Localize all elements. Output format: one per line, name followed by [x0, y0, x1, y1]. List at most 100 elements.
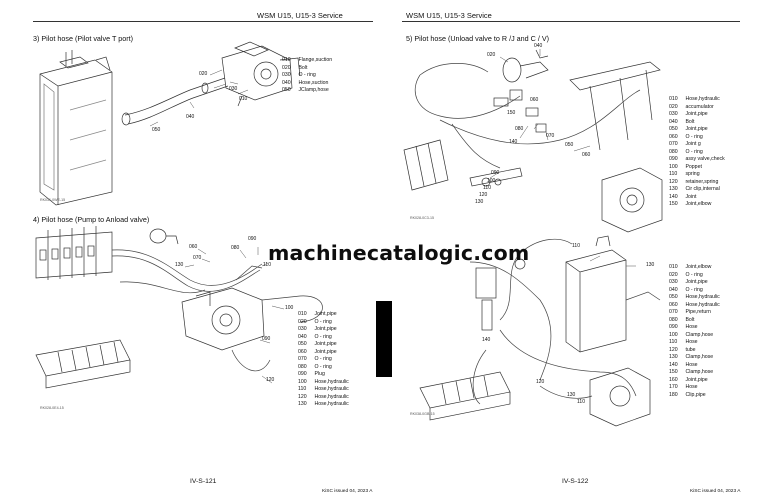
- parts-row: 030 O - ring: [282, 72, 316, 78]
- parts-row: 040 O - ring: [669, 286, 703, 293]
- parts-row: 090 assy valve,check: [669, 156, 725, 162]
- parts-row: 150 Clamp,hose: [669, 369, 714, 375]
- hoses-s6: [469, 238, 661, 405]
- parts-row: 100 Clamp,hose: [669, 331, 714, 338]
- pump-drawing-s5: [601, 167, 663, 233]
- callout-150: 150: [507, 110, 516, 116]
- figure-caption-s5: RK028-0C3-15: [410, 216, 434, 220]
- parts-row: 130 Hose,hydraulic: [298, 401, 349, 407]
- callout-090-b: 090: [262, 336, 271, 342]
- parts-row: 130 Clamp,hose: [669, 354, 714, 360]
- parts-row: 010 Joint,elbow: [669, 264, 712, 270]
- pump-drawing-s3: [221, 41, 301, 107]
- pump-drawing-s6: [589, 367, 651, 427]
- header-rule-right: [402, 21, 740, 22]
- parts-row: 050 Joint,pipe: [298, 341, 337, 347]
- callout-090: 090: [248, 236, 257, 242]
- parts-row: 010 Flange,suction: [282, 57, 333, 63]
- parts-row: 080 O - ring: [298, 363, 332, 370]
- callout-070: 070: [193, 255, 202, 261]
- callout-130: 130: [646, 262, 655, 268]
- gauge-drawing: [149, 228, 179, 245]
- callout-100: 100: [285, 305, 294, 311]
- parts-list-s3: 010 Flange,suction 020 Bolt 030 O - ring…: [282, 57, 332, 95]
- callout-120: 120: [266, 377, 275, 383]
- header-rule-left: [33, 21, 373, 22]
- callout-030: 030: [229, 86, 238, 92]
- parts-row: 090 Plug: [298, 371, 325, 377]
- section-3-title: 3) Pilot hose (Pilot valve T port): [33, 34, 134, 43]
- figure-caption-s4: RK028-0E4-15: [40, 406, 64, 410]
- parts-row: 050 JClamp,hose: [282, 87, 329, 93]
- parts-row: 070 O - ring: [298, 356, 332, 362]
- parts-row: 130 Cir clip,internal: [669, 186, 720, 192]
- parts-row: 110 Hose: [669, 339, 698, 345]
- callout-110: 110: [263, 262, 271, 268]
- parts-row: 150 Joint,elbow: [669, 201, 712, 207]
- callout-130: 130: [175, 262, 184, 268]
- suction-hose-drawing: [121, 77, 229, 126]
- issue-note-right: KiSC issued 04, 2023 A: [690, 489, 741, 494]
- parts-row: 140 Hose: [669, 361, 698, 368]
- callout-140: 140: [482, 337, 491, 343]
- pilot-hoses-s4: [111, 249, 323, 372]
- control-valve-drawing-bottom: [35, 339, 131, 389]
- valve-block-drawing-s5: [403, 139, 449, 191]
- hydraulic-tank-drawing: [39, 50, 113, 206]
- parts-row: 110 Hose,hydraulic: [298, 386, 349, 392]
- unload-valve-drawing-s6: [475, 258, 526, 331]
- parts-row: 070 Pipe,return: [669, 309, 711, 315]
- parts-row: 090 Hose: [669, 324, 698, 330]
- callout-050: 050: [565, 142, 574, 148]
- callout-060-b: 060: [582, 152, 591, 158]
- parts-row: 020 O - ring: [669, 271, 703, 278]
- control-valve-drawing-s6: [419, 371, 511, 421]
- parts-row: 030 Joint,pipe: [298, 326, 337, 332]
- frame-drawing-s5: [569, 61, 661, 151]
- callout-060: 060: [530, 97, 539, 103]
- parts-row: 160 Joint,pipe: [669, 376, 708, 383]
- parts-row: 060 Joint,pipe: [298, 348, 337, 355]
- callout-050: 050: [152, 127, 161, 133]
- figure-caption-s6: RK038-0GB-15: [410, 412, 435, 416]
- watermark: machinecatalogic.com: [268, 241, 530, 265]
- callout-090: 090: [491, 170, 500, 176]
- parts-row: 050 Joint,pipe: [669, 126, 708, 132]
- callout-080: 080: [515, 126, 524, 132]
- callout-010: 010: [239, 96, 248, 102]
- callout-080: 080: [231, 245, 240, 251]
- parts-list-s6: 010 Joint,elbow 020 O - ring 030 Joint,p…: [669, 264, 720, 399]
- callout-110-b: 110: [577, 399, 585, 405]
- callout-140: 140: [509, 139, 518, 145]
- parts-row: 010 Hose,hydraulic: [669, 96, 720, 102]
- parts-row: 030 Joint,pipe: [669, 111, 708, 117]
- callout-070: 070: [546, 133, 555, 139]
- section-4-title: 4) Pilot hose (Pump to Anload valve): [33, 215, 150, 224]
- parts-row: 170 Hose: [669, 384, 698, 390]
- hose-loop-s5: [414, 63, 641, 169]
- pump-drawing-s4: [181, 287, 265, 351]
- callout-110: 110: [483, 185, 491, 191]
- page-number-right: IV-S-122: [562, 478, 589, 485]
- parts-row: 080 O - ring: [669, 148, 703, 155]
- parts-row: 040 Bolt: [669, 118, 695, 125]
- parts-list-s5: 010 Hose,hydraulic 020 accumulator 030 J…: [669, 96, 725, 209]
- callout-020: 020: [487, 52, 496, 58]
- callout-130: 130: [475, 199, 484, 205]
- parts-row: 010 Joint,pipe: [298, 311, 337, 317]
- section-5-title: 5) Pilot hose (Unload valve to R /J and …: [406, 34, 550, 43]
- page-number-left: IV-S-121: [190, 478, 217, 485]
- parts-row: 110 spring: [669, 171, 700, 177]
- parts-row: 140 Joint: [669, 193, 697, 200]
- parts-row: 030 Joint,pipe: [669, 279, 708, 285]
- accumulator-drawing: [502, 49, 549, 83]
- callout-040: 040: [186, 114, 195, 120]
- parts-row: 120 Hose,hydraulic: [298, 393, 349, 400]
- callout-060: 060: [189, 244, 198, 250]
- parts-row: 060 O - ring: [669, 133, 703, 140]
- callout-130-b: 130: [567, 392, 576, 398]
- page-tab-marker: [376, 301, 392, 377]
- hydraulic-tank-drawing-s6: [565, 235, 627, 353]
- parts-row: 020 O - ring: [298, 318, 332, 325]
- control-valve-drawing-top: [35, 226, 113, 280]
